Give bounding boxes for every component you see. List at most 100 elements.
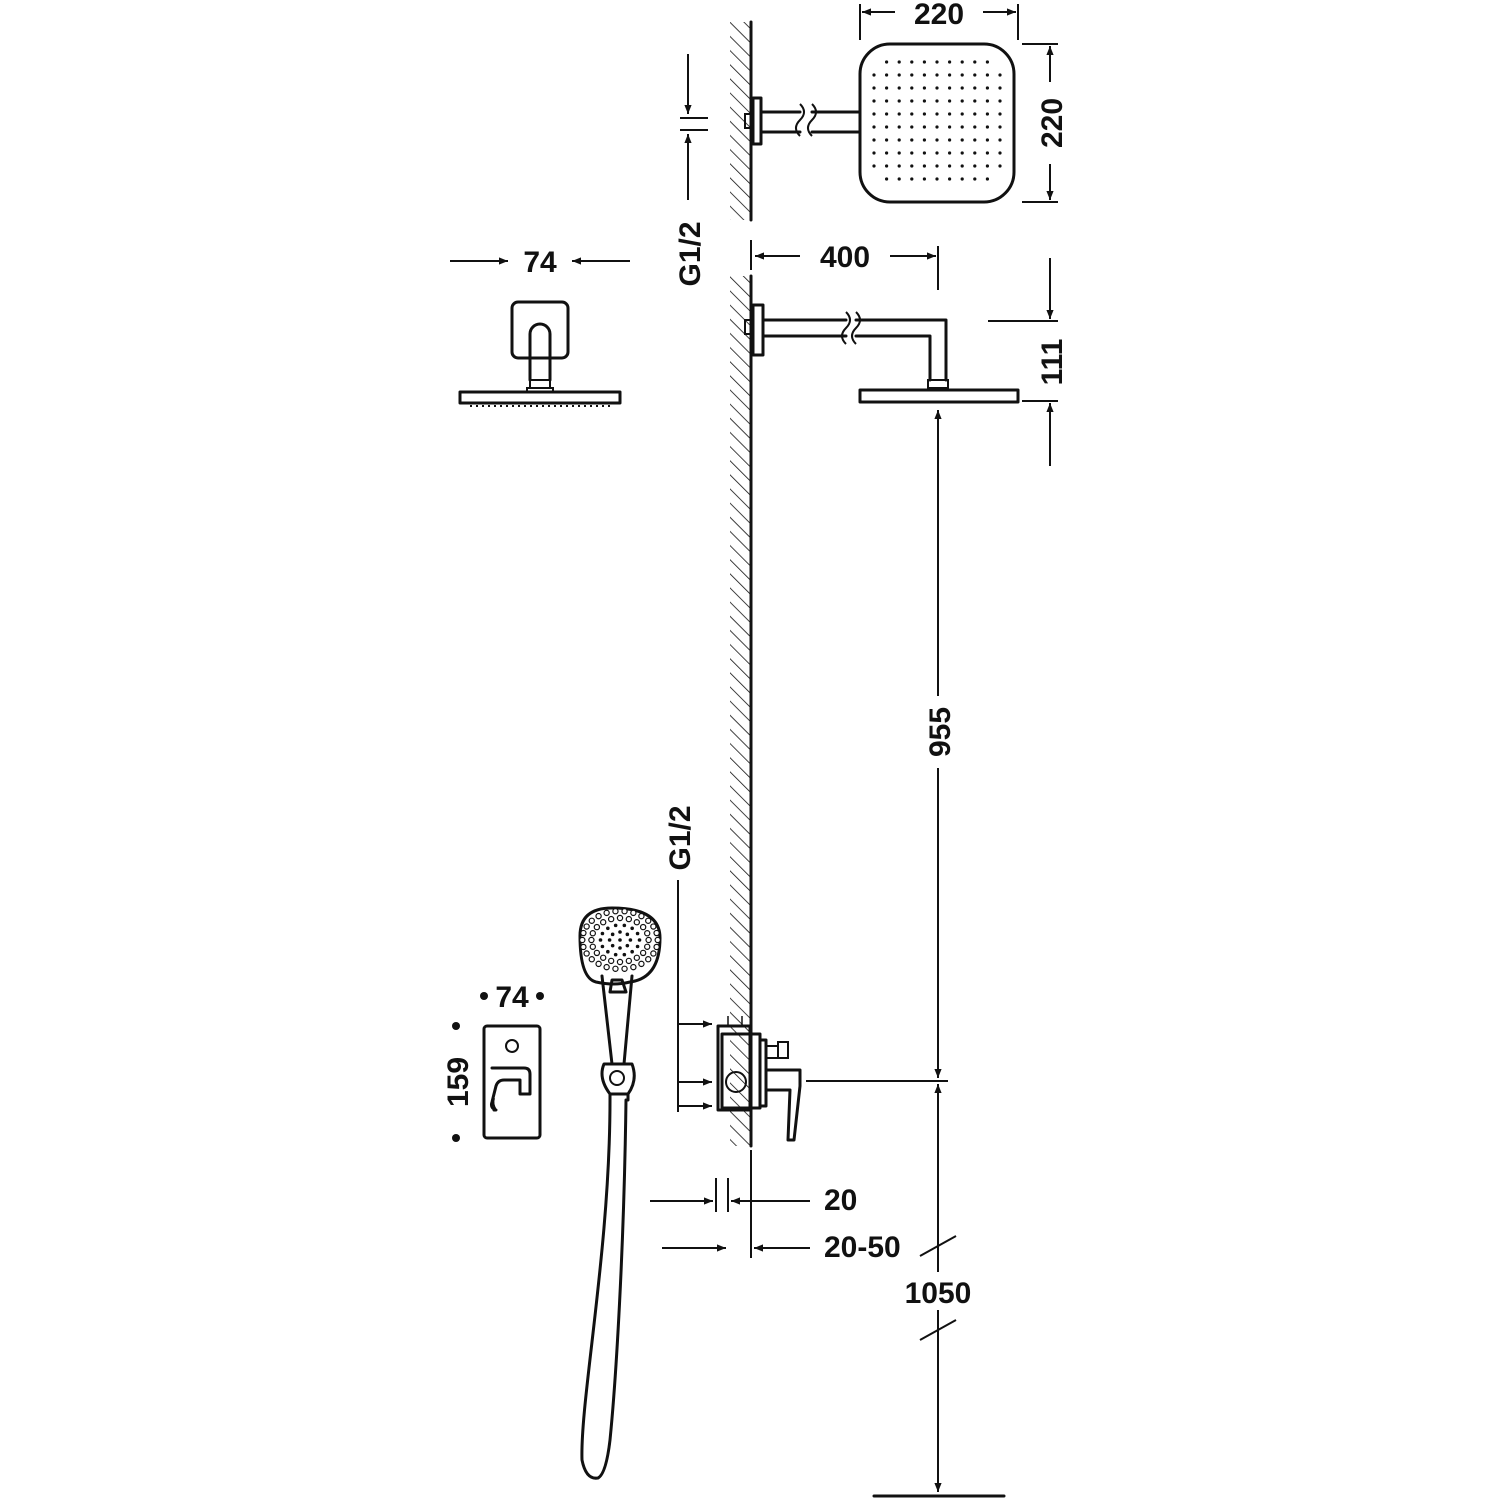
hand-nozzle-dot — [588, 917, 595, 924]
nozzle-dot — [885, 164, 889, 168]
nozzle-dot — [948, 164, 952, 168]
nozzle-dot — [985, 60, 990, 64]
nozzle-dot — [885, 138, 889, 142]
nozzle-dot — [973, 151, 977, 155]
nozzle-dot — [948, 112, 952, 116]
hand-nozzle-dot — [638, 960, 645, 968]
nozzle-dot — [973, 60, 977, 64]
dim-arm-length: 400 — [750, 240, 939, 290]
dim-arm-drop-label: 111 — [1036, 339, 1069, 386]
nozzle-dot — [948, 151, 952, 155]
nozzle-dot — [897, 151, 901, 155]
nozzle-dot — [872, 164, 876, 168]
hand-nozzle-dot — [618, 938, 622, 942]
hand-nozzle-dot — [616, 958, 624, 966]
dim-arm-drop: 111 — [988, 258, 1069, 466]
nozzle-dot — [935, 60, 939, 64]
nozzle-dot — [872, 112, 876, 116]
nozzle-dot — [922, 112, 927, 116]
nozzle-dot — [872, 73, 876, 77]
hand-nozzle-dot — [607, 957, 615, 965]
nozzle-dot — [922, 177, 927, 181]
nozzle-dot — [885, 112, 889, 116]
nozzle-dot — [872, 99, 876, 103]
valve-escutcheon-plate — [482, 1024, 542, 1140]
hand-nozzle-dot — [618, 946, 622, 950]
nozzle-dot — [985, 99, 990, 103]
nozzle-dot — [985, 86, 990, 90]
wall-section-upper — [730, 20, 753, 222]
nozzle-dot — [897, 99, 901, 103]
nozzle-dot — [960, 112, 964, 116]
dim-thread-upper-label: G1/2 — [674, 221, 707, 286]
hand-nozzle-dot — [593, 923, 601, 931]
dim-thread-lower-label: G1/2 — [664, 805, 697, 870]
dim-valve-height: 1050 — [872, 1084, 1006, 1498]
nozzle-dot — [948, 125, 952, 129]
nozzle-dot — [922, 151, 927, 155]
mixing-valve-body — [716, 1016, 802, 1142]
nozzle-dot — [960, 125, 964, 129]
hand-nozzle-dot — [583, 950, 590, 957]
hand-nozzle-dot — [638, 912, 645, 920]
nozzle-dot — [935, 99, 939, 103]
nozzle-dot — [897, 138, 901, 142]
nozzle-dot — [935, 138, 939, 142]
hand-nozzle-dot — [635, 931, 640, 936]
hand-nozzle-dot — [613, 923, 618, 928]
nozzle-dot — [872, 86, 876, 90]
dim-escutcheon-width-top-label: 74 — [523, 246, 557, 279]
hand-nozzle-dot — [625, 943, 630, 948]
dim-head-to-valve-label: 955 — [924, 707, 957, 757]
nozzle-dot — [998, 151, 1002, 155]
hand-nozzle-dot — [630, 949, 634, 954]
nozzle-dot — [998, 164, 1002, 168]
nozzle-dot — [922, 125, 927, 129]
nozzle-dot — [973, 86, 977, 90]
nozzle-dot — [948, 60, 952, 64]
hand-nozzle-dot — [645, 956, 652, 963]
nozzle-dot — [885, 60, 889, 64]
nozzle-dot — [960, 60, 964, 64]
hand-nozzle-dot — [645, 936, 652, 944]
nozzle-dot — [897, 164, 901, 168]
hand-nozzle-dot — [589, 943, 596, 950]
nozzle-dot — [948, 138, 952, 142]
nozzle-dot — [922, 86, 927, 90]
hand-nozzle-dot — [606, 926, 610, 931]
nozzle-dot — [985, 177, 990, 181]
rain-shower-head-top — [858, 42, 1016, 204]
nozzle-dot — [872, 151, 876, 155]
nozzle-dot — [910, 125, 914, 129]
nozzle-dot — [935, 164, 939, 168]
nozzle-dot — [910, 60, 914, 64]
nozzle-dot — [922, 60, 927, 64]
hand-nozzle-dot — [613, 952, 618, 957]
hand-nozzle-dot — [610, 943, 615, 948]
hand-nozzle-dot — [625, 932, 630, 937]
nozzle-dot — [985, 151, 990, 155]
nozzle-dot — [910, 177, 914, 181]
nozzle-dot — [922, 99, 927, 103]
nozzle-dot — [922, 73, 927, 77]
shower-arm-front-view — [458, 300, 622, 407]
hand-nozzle-dot — [603, 909, 610, 917]
hand-nozzle-dot — [580, 929, 587, 937]
nozzle-dot — [948, 73, 952, 77]
nozzle-dot — [985, 125, 990, 129]
nozzle-dot — [998, 99, 1002, 103]
nozzle-dot — [885, 99, 889, 103]
nozzle-dot — [910, 151, 914, 155]
nozzle-dot — [935, 112, 939, 116]
nozzle-dot — [973, 164, 977, 168]
nozzle-dot — [960, 73, 964, 77]
nozzle-dot — [885, 86, 889, 90]
nozzle-dot — [922, 164, 927, 168]
hand-nozzle-dot — [588, 956, 595, 963]
nozzle-dot — [973, 125, 977, 129]
nozzle-dot — [998, 125, 1002, 129]
nozzle-dot — [948, 99, 952, 103]
dim-escutcheon-width-bottom: 74 — [480, 981, 544, 1014]
dim-valve-height-label: 1050 — [905, 1277, 972, 1310]
dim-thread-upper: G1/2 — [674, 54, 708, 287]
